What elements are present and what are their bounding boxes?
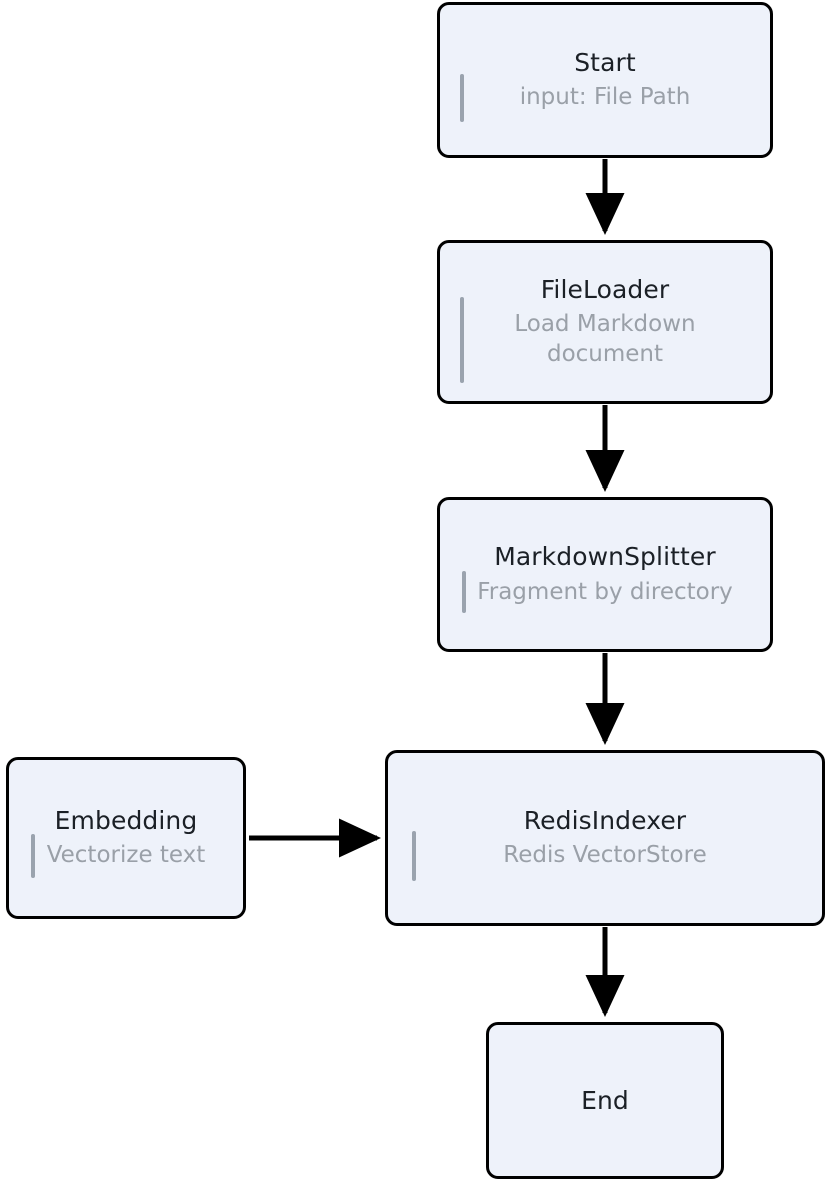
node-redisindexer[interactable]: RedisIndexer Redis VectorStore bbox=[385, 750, 825, 926]
node-start-title: Start bbox=[574, 47, 636, 77]
node-markdownsplitter-subtitle: Fragment by directory bbox=[477, 578, 733, 605]
accent-bar-icon bbox=[460, 296, 464, 383]
node-redisindexer-title: RedisIndexer bbox=[523, 805, 687, 835]
accent-bar-icon bbox=[460, 73, 464, 122]
node-start-subtitle: input: File Path bbox=[519, 84, 691, 111]
node-fileloader-subtitle: Load Markdown document bbox=[514, 311, 696, 367]
node-start[interactable]: Start input: File Path bbox=[437, 2, 773, 158]
node-markdownsplitter-subtitle-row: Fragment by directory bbox=[454, 571, 756, 614]
node-fileloader-title: FileLoader bbox=[540, 274, 670, 304]
node-embedding[interactable]: Embedding Vectorize text bbox=[6, 757, 246, 919]
node-embedding-subtitle-row: Vectorize text bbox=[23, 833, 229, 878]
node-embedding-subtitle: Vectorize text bbox=[46, 842, 206, 869]
node-embedding-title: Embedding bbox=[54, 805, 198, 835]
node-fileloader-subtitle-row: Load Markdown document bbox=[454, 296, 756, 383]
node-markdownsplitter[interactable]: MarkdownSplitter Fragment by directory bbox=[437, 497, 773, 652]
node-start-subtitle-row: input: File Path bbox=[454, 73, 756, 122]
accent-bar-icon bbox=[412, 830, 416, 881]
node-fileloader[interactable]: FileLoader Load Markdown document bbox=[437, 240, 773, 404]
node-end[interactable]: End bbox=[486, 1022, 724, 1179]
node-redisindexer-subtitle: Redis VectorStore bbox=[503, 842, 707, 869]
node-redisindexer-subtitle-row: Redis VectorStore bbox=[402, 830, 808, 881]
node-end-title: End bbox=[581, 1085, 629, 1115]
accent-bar-icon bbox=[462, 571, 466, 614]
accent-bar-icon bbox=[31, 833, 35, 878]
node-markdownsplitter-title: MarkdownSplitter bbox=[494, 542, 716, 572]
